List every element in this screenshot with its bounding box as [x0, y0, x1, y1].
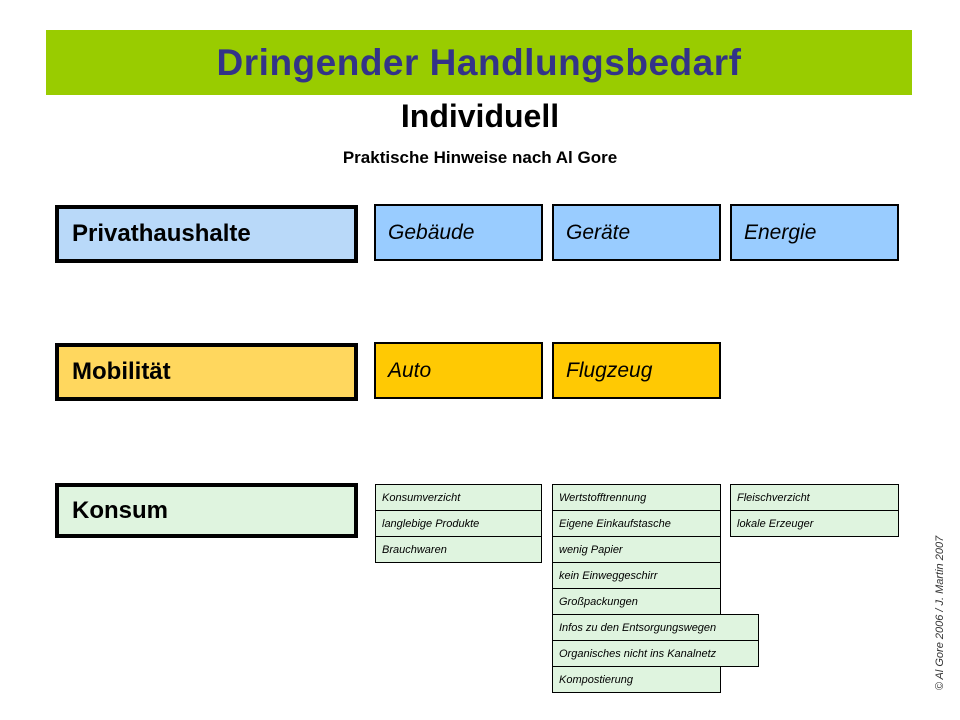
konsum-column-1: Konsumverzicht langlebige Produkte Brauc…	[375, 484, 542, 563]
konsum-column-3: Fleischverzicht lokale Erzeuger	[730, 484, 899, 537]
banner-title: Dringender Handlungsbedarf	[216, 41, 742, 83]
konsum-item: Infos zu den Entsorgungswegen	[552, 614, 759, 641]
konsum-item: Kompostierung	[552, 666, 721, 693]
konsum-item: Großpackungen	[552, 588, 721, 615]
slide-subtitle: Praktische Hinweise nach Al Gore	[342, 148, 618, 167]
konsum-column-2: Wertstofftrennung Eigene Einkaufstasche …	[552, 484, 759, 693]
konsum-item: Konsumverzicht	[375, 484, 542, 511]
category-box-mobilitaet: Mobilität	[55, 343, 358, 401]
item-box-auto: Auto	[374, 342, 543, 399]
konsum-item: Brauchwaren	[375, 536, 542, 563]
konsum-item: Fleischverzicht	[730, 484, 899, 511]
konsum-item: lokale Erzeuger	[730, 510, 899, 537]
konsum-item: Eigene Einkaufstasche	[552, 510, 721, 537]
item-box-flugzeug: Flugzeug	[552, 342, 721, 399]
slide-title: Individuell	[400, 98, 560, 134]
konsum-item: Wertstofftrennung	[552, 484, 721, 511]
item-box-gebaeude: Gebäude	[374, 204, 543, 261]
category-box-konsum: Konsum	[55, 483, 358, 538]
copyright-vertical-text: © Al Gore 2006 / J. Martin 2007	[934, 535, 946, 691]
header-banner: Dringender Handlungsbedarf	[46, 30, 912, 95]
konsum-item: langlebige Produkte	[375, 510, 542, 537]
item-box-energie: Energie	[730, 204, 899, 261]
konsum-item: wenig Papier	[552, 536, 721, 563]
konsum-item: kein Einweggeschirr	[552, 562, 721, 589]
item-box-geraete: Geräte	[552, 204, 721, 261]
category-box-privathaushalte: Privathaushalte	[55, 205, 358, 263]
konsum-item: Organisches nicht ins Kanalnetz	[552, 640, 759, 667]
